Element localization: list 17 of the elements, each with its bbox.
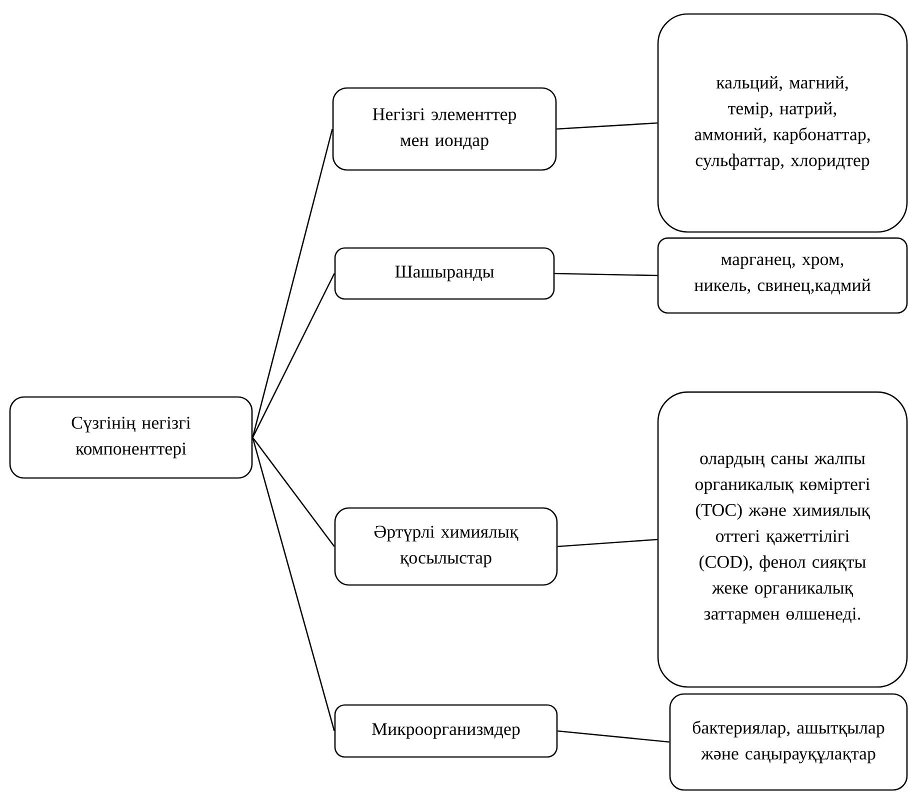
connector-line (252, 273, 335, 438)
connector-line (558, 538, 658, 548)
text-box: бактериялар, ашытқылар және саңырауқұлақтар (669, 693, 908, 791)
connector-line (558, 730, 670, 743)
connector-line (556, 122, 658, 130)
text-box: Әртүрлі химиялық қосылыстар (334, 507, 558, 586)
connector-line (554, 272, 658, 276)
text-box: Сүзгінің негізгі компоненттері (9, 396, 253, 479)
text-box: Негізгі элементтер мен иондар (332, 87, 557, 171)
text-box: марганец, хром, никель, свинец,кадмий (657, 237, 908, 314)
text-box: кальций, магний, темір, натрий, аммоний, карбонаттар, сульфаттар, хлоридтер (657, 13, 908, 233)
connector-line (252, 128, 333, 438)
connector-line (252, 437, 335, 732)
text-box: Микроорганизмдер (334, 704, 558, 758)
text-box: Шашыранды (334, 247, 555, 300)
text-box: олардың саны жалпы органикалық көміртегі (TOC) және химиялық оттегі қажеттілігі (COD), фенол сияқты жеке органикалық заттармен өлшенеді. (657, 391, 908, 688)
connector-line (252, 437, 335, 547)
